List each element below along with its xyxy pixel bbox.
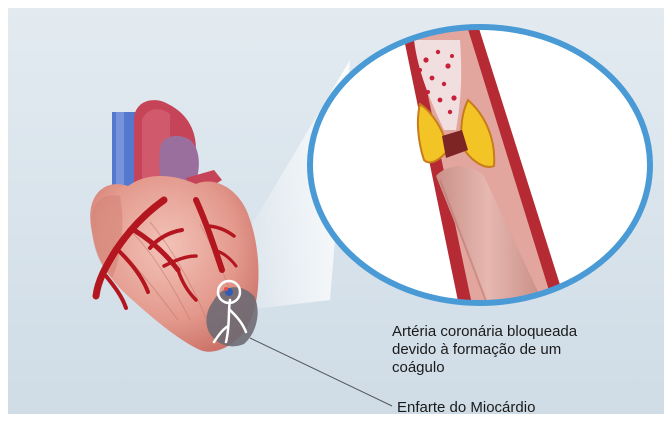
blocked-artery-label: Artéria coronária bloqueada devido à for… bbox=[392, 323, 577, 377]
blocked-artery-label-line1: Artéria coronária bloqueada bbox=[392, 323, 577, 341]
blocked-artery-label-line3: coágulo bbox=[392, 359, 577, 377]
infarct-label: Enfarte do Miocárdio bbox=[397, 399, 535, 417]
blocked-artery-label-line2: devido à formação de um bbox=[392, 341, 577, 359]
